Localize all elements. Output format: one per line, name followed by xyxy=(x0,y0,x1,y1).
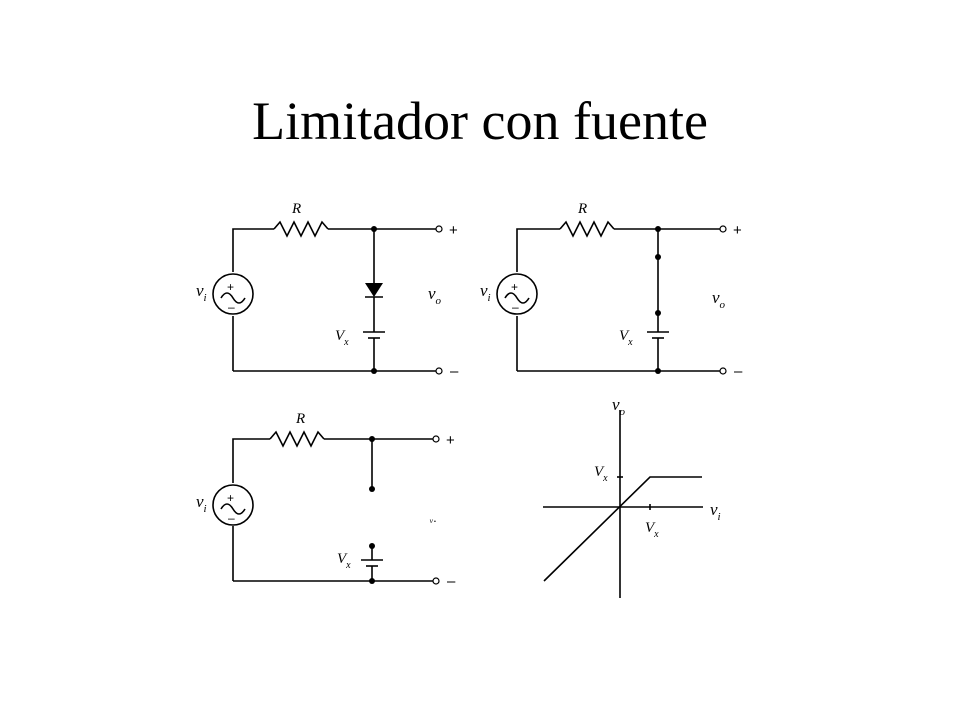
c1-diode-icon xyxy=(365,283,383,297)
c1-label-vx: Vx xyxy=(335,328,349,348)
c3-label-vx: Vx xyxy=(337,551,351,571)
graph-vo-v: v xyxy=(612,395,620,414)
c3-open-dot-top xyxy=(369,486,375,492)
c3-label-r: R xyxy=(295,411,305,427)
c2-short-dot-bottom xyxy=(655,310,661,316)
c2-terminal-plus xyxy=(719,225,727,233)
c1-sine-icon xyxy=(220,292,246,304)
c1-source-plus: + xyxy=(227,280,234,294)
c3-source-plus: + xyxy=(227,491,234,505)
c3-source-minus: – xyxy=(228,511,235,525)
c3-node-top xyxy=(369,436,375,442)
c1-vo-v: v xyxy=(428,284,436,303)
c2-sine-icon xyxy=(504,292,530,304)
c1-ac-source-icon xyxy=(212,273,254,315)
c3-terminal-plus xyxy=(432,435,440,443)
c3-terminal-minus xyxy=(432,577,440,585)
c3-node-bottom xyxy=(369,578,375,584)
c2-vi-sub: i xyxy=(488,292,491,304)
c2-label-vx: Vx xyxy=(619,328,633,348)
c3-out-minus: – xyxy=(447,573,456,590)
c1-resistor xyxy=(273,220,329,238)
c1-vi-v: v xyxy=(196,281,204,300)
c2-out-minus: – xyxy=(734,363,743,380)
c1-source-minus: – xyxy=(228,300,235,314)
c2-out-plus: + xyxy=(733,222,742,239)
c3-resistor xyxy=(269,430,325,448)
c3-out-plus: + xyxy=(446,432,455,449)
c2-short-dot-top xyxy=(655,254,661,260)
c3-label-vi: vi xyxy=(196,492,207,515)
c1-out-plus: + xyxy=(449,222,458,239)
c2-vx-sub: x xyxy=(627,337,633,348)
c2-vx-v: V xyxy=(619,328,630,344)
graph-vi-v: v xyxy=(710,500,718,519)
slide-title: Limitador con fuente xyxy=(252,91,708,151)
graph-vxx-v: V xyxy=(645,520,656,536)
c2-top-wire xyxy=(516,228,560,272)
c3-vx-v: V xyxy=(337,551,348,567)
graph-label-vo: vo xyxy=(612,395,626,418)
c3-sine-icon xyxy=(220,503,246,515)
graph-vxx-sub: x xyxy=(653,529,659,540)
c3-ac-source-icon xyxy=(212,484,254,526)
c2-label-r: R xyxy=(577,201,587,217)
circuit-short-battery xyxy=(496,220,727,375)
c2-node-bottom xyxy=(655,368,661,374)
c1-top-wire xyxy=(232,228,274,272)
transfer-characteristic-graph xyxy=(543,410,703,598)
graph-label-vi: vi xyxy=(710,500,721,523)
circuit-diode-battery xyxy=(212,220,443,375)
c2-label-vi: vi xyxy=(480,281,491,304)
c2-vo-v: v xyxy=(712,288,720,307)
c2-source-minus: – xyxy=(512,300,519,314)
graph-label-vx-y: Vx xyxy=(594,464,608,484)
c1-node-bottom xyxy=(371,368,377,374)
c1-terminal-plus xyxy=(435,225,443,233)
c3-label-partial: ᵥ. xyxy=(429,510,437,525)
c1-vx-sub: x xyxy=(343,337,349,348)
graph-vi-sub: i xyxy=(718,511,721,523)
c2-ac-source-icon xyxy=(496,273,538,315)
c1-label-vi: vi xyxy=(196,281,207,304)
graph-vxy-v: V xyxy=(594,464,605,480)
c1-vo-sub: o xyxy=(436,295,442,307)
c1-vx-v: V xyxy=(335,328,346,344)
c1-terminal-minus xyxy=(435,367,443,375)
c2-terminal-minus xyxy=(719,367,727,375)
c2-node-top xyxy=(655,226,661,232)
c3-vi-v: v xyxy=(196,492,204,511)
c3-vx-sub: x xyxy=(345,560,351,571)
graph-label-vx-x: Vx xyxy=(645,520,659,540)
transfer-curve xyxy=(543,476,702,582)
c1-node-top xyxy=(371,226,377,232)
c1-label-r: R xyxy=(291,201,301,217)
c1-vi-sub: i xyxy=(204,292,207,304)
c2-label-vo: vo xyxy=(712,288,726,311)
c1-out-minus: – xyxy=(450,363,459,380)
c3-vi-sub: i xyxy=(204,503,207,515)
c2-resistor xyxy=(559,220,615,238)
c3-top-wire xyxy=(232,438,270,483)
graph-vxy-sub: x xyxy=(602,473,608,484)
c2-vo-sub: o xyxy=(720,299,726,311)
graph-vo-sub: o xyxy=(620,406,626,418)
c2-source-plus: + xyxy=(511,280,518,294)
c1-label-vo: vo xyxy=(428,284,442,307)
circuit-open-battery xyxy=(212,430,440,585)
c2-vi-v: v xyxy=(480,281,488,300)
